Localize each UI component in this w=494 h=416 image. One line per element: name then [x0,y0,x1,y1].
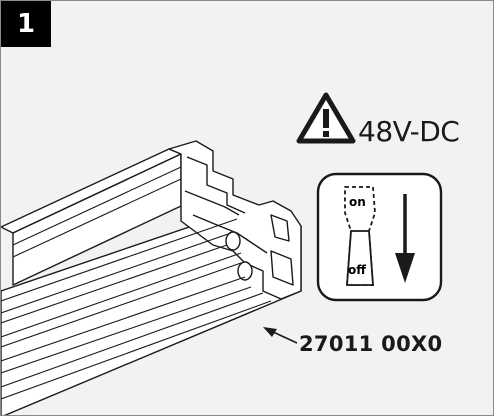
arrow-down-icon [395,194,415,283]
switch-off-label: off [348,263,366,277]
switch-on-label: on [349,195,366,209]
track-rail [1,140,302,415]
part-pointer-arrow [263,327,298,344]
voltage-label: 48V-DC [358,115,460,148]
power-switch-illustration: on off [316,172,443,302]
step-number-badge: 1 [1,1,51,47]
part-number-label: 27011 00X0 [299,332,443,356]
warning-triangle-icon [296,92,356,144]
